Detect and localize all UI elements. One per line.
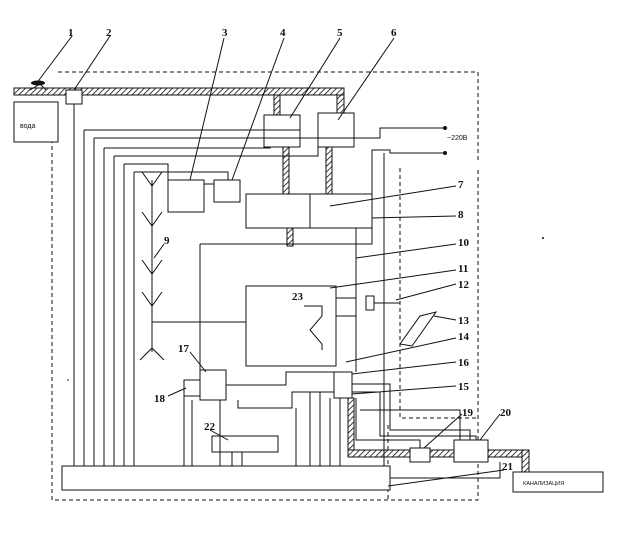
housing-outline: [51, 71, 479, 501]
label-3: 3: [222, 27, 228, 39]
block-7: [245, 193, 373, 229]
water-pipe-main: [13, 87, 345, 96]
block-6: [317, 112, 355, 148]
block-19: [409, 447, 431, 463]
label-18: 18: [154, 393, 166, 405]
block-17: [199, 369, 227, 401]
block-22: [211, 435, 279, 453]
block-4: [213, 179, 241, 203]
label-13: 13: [458, 315, 470, 327]
wiring: [73, 104, 501, 479]
chamber-23: [245, 285, 337, 367]
block-3: [167, 179, 205, 213]
label-7: 7: [458, 179, 464, 191]
drain-pipe-horizontal: [347, 449, 529, 458]
label-16: 16: [458, 357, 470, 369]
label-22: 22: [204, 421, 216, 433]
sensor-12: [365, 295, 375, 311]
label-10: 10: [458, 237, 470, 249]
drain-pipe-down: [521, 449, 530, 473]
label-12: 12: [458, 279, 470, 291]
label-4: 4: [280, 27, 286, 39]
label-21: 21: [502, 461, 513, 473]
voltage-label: ~220В: [447, 135, 468, 142]
sewer-label: КАНАЛИЗАЦИЯ: [523, 481, 564, 487]
label-1: 1: [68, 27, 74, 39]
label-9: 9: [164, 235, 170, 247]
leader-lines: [35, 35, 505, 487]
label-2: 2: [106, 27, 112, 39]
label-23: 23: [292, 291, 304, 303]
label-20: 20: [500, 407, 512, 419]
sewer-box: [512, 471, 604, 493]
label-15: 15: [458, 381, 470, 393]
label-14: 14: [458, 331, 470, 343]
label-17: 17: [178, 343, 190, 355]
water-pipe-down-5: [273, 94, 281, 118]
water-supply-box: [13, 101, 59, 143]
block-16: [333, 371, 353, 399]
water-pipe-7-to-23: [286, 227, 294, 247]
scan-speck: [67, 379, 69, 381]
label-11: 11: [458, 263, 468, 275]
label-8: 8: [458, 209, 464, 221]
label-19: 19: [462, 407, 474, 419]
scan-speck: [542, 237, 544, 239]
label-6: 6: [391, 27, 397, 39]
water-label: вода: [20, 123, 35, 130]
block-21: [61, 465, 391, 491]
block-20: [453, 439, 489, 463]
water-pipe-5-to-7: [282, 145, 290, 195]
block-2: [65, 89, 83, 105]
water-pipe-6-to-7: [325, 145, 333, 195]
chamber-mechanism: [304, 305, 323, 350]
inner-partition: [399, 168, 478, 419]
element-9-lines: [139, 171, 165, 361]
drain-pipe-vertical: [347, 397, 355, 455]
block-18: [183, 379, 201, 397]
door-13: [399, 311, 438, 347]
valve-handle-icon: [31, 80, 45, 86]
block-5: [263, 114, 301, 148]
label-5: 5: [337, 27, 343, 39]
